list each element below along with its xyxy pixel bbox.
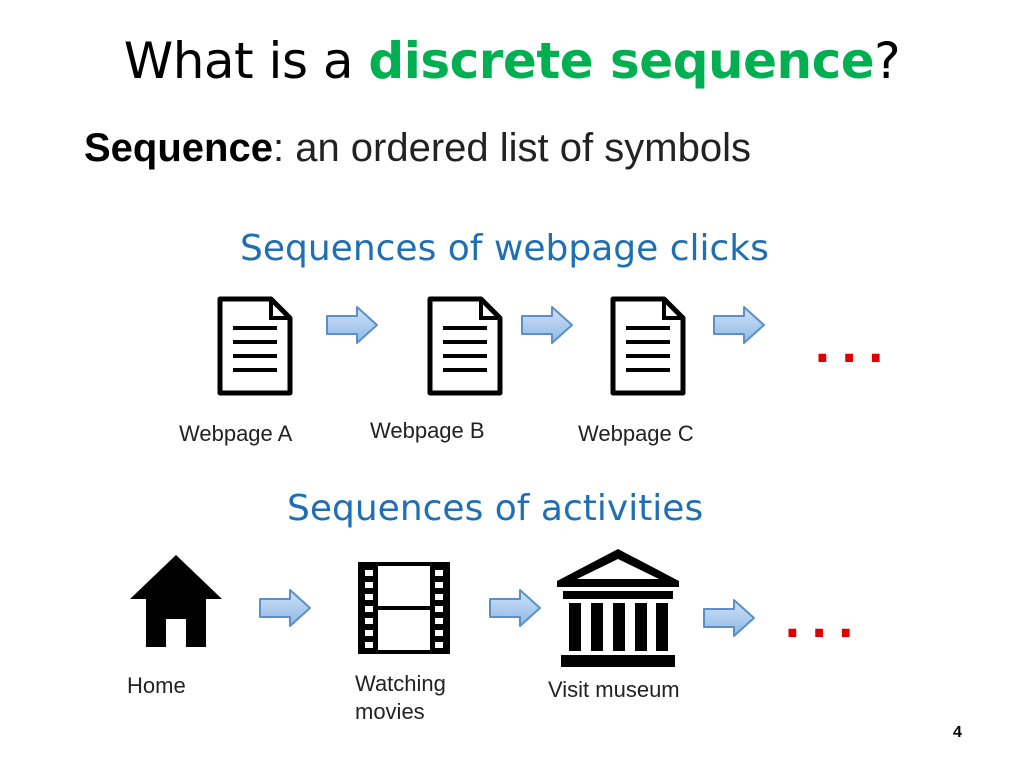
home-label: Home [127, 673, 186, 698]
webpage-c-label: Webpage C [578, 421, 694, 446]
right-arrow-icon [259, 589, 311, 627]
activities-ellipsis: ... [784, 597, 865, 648]
title-highlight: discrete sequence [368, 32, 875, 90]
slide-title: What is a discrete sequence? [0, 32, 1024, 90]
document-icon [427, 296, 503, 396]
page-number: 4 [953, 724, 962, 741]
clicks-ellipsis: ... [814, 322, 895, 373]
definition-line: Sequence: an ordered list of symbols [84, 126, 751, 171]
right-arrow-icon [713, 306, 765, 344]
activities-heading: Sequences of activities [287, 488, 704, 529]
watching-movies-label: Watching movies [355, 671, 446, 724]
clicks-heading: Sequences of webpage clicks [240, 228, 769, 269]
webpage-a-label: Webpage A [179, 421, 293, 446]
visit-museum-label: Visit museum [548, 677, 680, 702]
right-arrow-icon [703, 599, 755, 637]
right-arrow-icon [489, 589, 541, 627]
document-icon [610, 296, 686, 396]
film-strip-icon [358, 562, 450, 654]
webpage-b-label: Webpage B [370, 418, 485, 443]
museum-icon [557, 549, 679, 667]
house-icon [130, 555, 222, 647]
title-suffix: ? [874, 32, 901, 90]
right-arrow-icon [521, 306, 573, 344]
definition-term: Sequence [84, 126, 273, 170]
right-arrow-icon [326, 306, 378, 344]
document-icon [217, 296, 293, 396]
title-prefix: What is a [123, 32, 369, 90]
definition-text: : an ordered list of symbols [272, 126, 751, 170]
